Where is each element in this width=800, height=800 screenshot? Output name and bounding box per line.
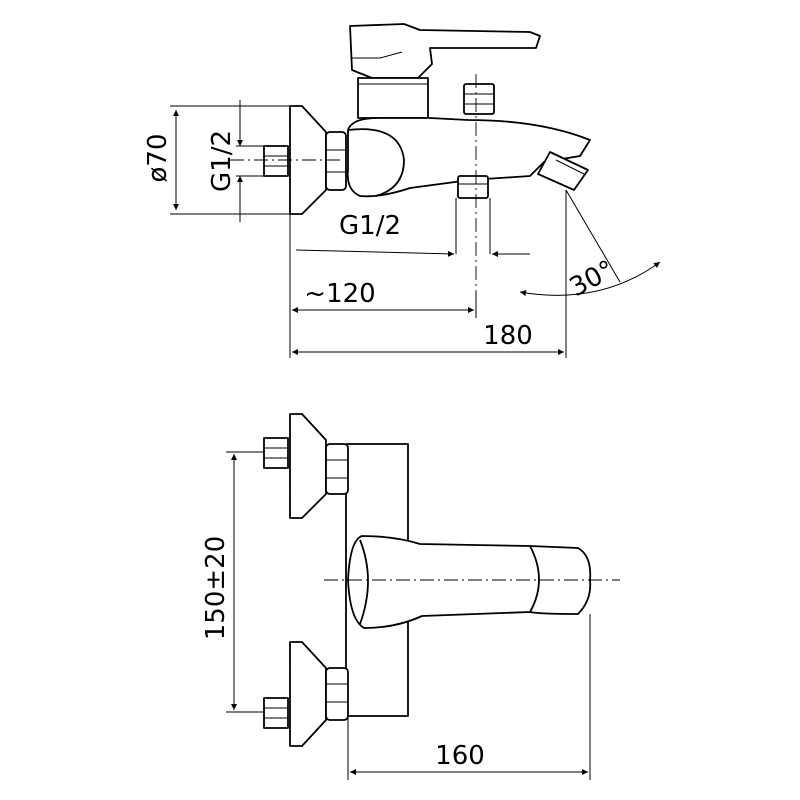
spout-outlet bbox=[537, 151, 589, 191]
outlet-thread-label: G1/2 bbox=[339, 211, 401, 241]
depth-approx-label: ~120 bbox=[304, 279, 375, 309]
spout-top bbox=[347, 535, 592, 629]
spout-angle-label: 30° bbox=[565, 255, 620, 303]
inlet-nut bbox=[263, 145, 289, 177]
inlet-thread-label: G1/2 bbox=[207, 130, 237, 192]
side-view: ø70 G1/2 G1/2 ~120 180 30° bbox=[143, 23, 661, 358]
upper-flange bbox=[289, 413, 327, 519]
top-view: 150±20 160 bbox=[201, 413, 620, 780]
connector-nut bbox=[325, 131, 347, 191]
diverter-knob bbox=[463, 83, 495, 115]
inlet-spacing-label: 150±20 bbox=[201, 536, 231, 641]
shower-outlet-nut bbox=[457, 175, 489, 199]
mixer-body bbox=[346, 117, 591, 198]
lever-handle bbox=[349, 23, 541, 79]
spout-length-label: 160 bbox=[435, 741, 485, 771]
diameter-label: ø70 bbox=[143, 134, 173, 183]
depth-total-label: 180 bbox=[483, 321, 533, 351]
lower-flange bbox=[289, 641, 327, 747]
